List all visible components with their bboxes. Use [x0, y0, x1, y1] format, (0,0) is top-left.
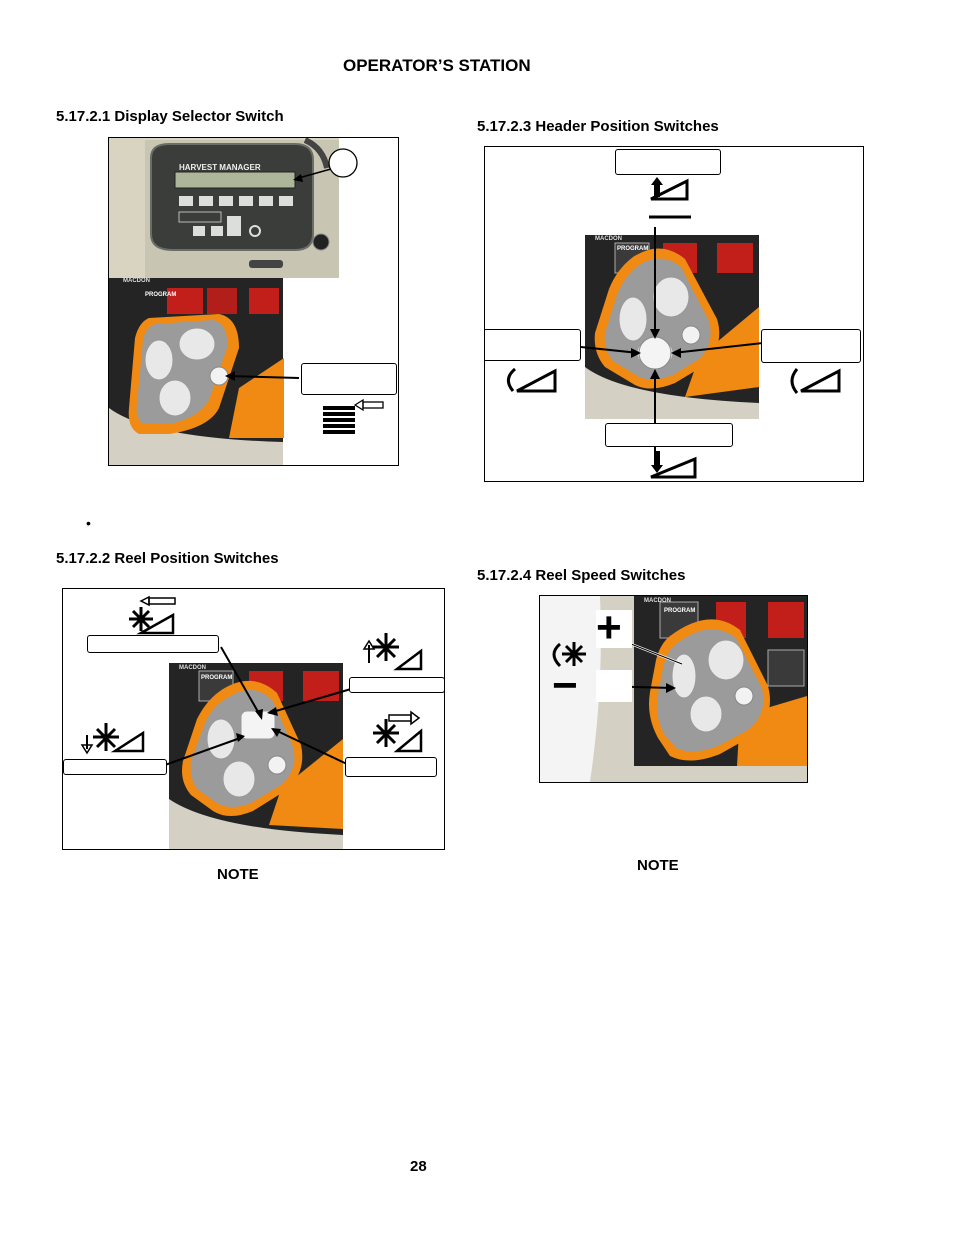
heading-reel-position-switches: 5.17.2.2 Reel Position Switches	[56, 550, 279, 567]
reel-speed-increase-symbol: +	[596, 603, 622, 652]
figure-display-selector-switch: HARVEST MANAGER MACDON PROGRAM	[108, 137, 399, 466]
program-button-label: PROGRAM	[145, 292, 177, 298]
header-tilt-forward-label-box	[761, 329, 861, 363]
reel-down-label-box	[63, 759, 167, 775]
reel-up-label-box	[349, 677, 444, 693]
heading-header-position-switches: 5.17.2.3 Header Position Switches	[477, 118, 719, 135]
reel-aft-label-box	[87, 635, 219, 653]
reel-aft-icon	[129, 595, 176, 635]
display-selector-callout-box	[301, 363, 397, 395]
figure-reel-speed-switches: + − MACDON PROGRAM	[539, 595, 808, 783]
handle-brand-label: MACDON	[123, 278, 150, 284]
header-position-diagram	[507, 177, 841, 479]
harvest-manager-console-image	[109, 138, 384, 465]
figure-reel-position-switches: MACDON PROGRAM	[62, 588, 445, 850]
note-heading-reel-speed: NOTE	[637, 857, 679, 874]
reel-position-diagram	[80, 595, 423, 849]
header-lower-label-box	[605, 423, 733, 447]
display-bars-icon	[323, 398, 384, 434]
header-down-icon	[650, 451, 697, 479]
reel-down-icon	[80, 723, 145, 755]
program-button-label: PROGRAM	[201, 675, 233, 681]
header-tilt-forward-icon	[790, 368, 841, 394]
reel-speed-diagram	[540, 596, 807, 782]
handle-brand-label: MACDON	[179, 665, 206, 671]
header-tilt-back-label-box	[485, 329, 581, 361]
header-raise-label-box	[615, 149, 721, 175]
reel-up-icon	[362, 633, 423, 671]
note-heading-reel-position: NOTE	[217, 866, 259, 883]
bullet-point: •	[86, 515, 91, 531]
figure-header-position-switches: MACDON PROGRAM	[484, 146, 864, 482]
header-tilt-back-icon	[507, 367, 557, 393]
handle-brand-label: MACDON	[595, 236, 622, 242]
heading-reel-speed-switches: 5.17.2.4 Reel Speed Switches	[477, 567, 686, 584]
display-brand-label: HARVEST MANAGER	[179, 163, 261, 172]
reel-fore-label-box	[345, 757, 437, 777]
reel-speed-icon	[552, 642, 586, 668]
page-number: 28	[410, 1158, 427, 1175]
reel-speed-decrease-symbol: −	[552, 661, 578, 710]
reel-fore-icon	[373, 710, 423, 753]
program-button-label: PROGRAM	[664, 608, 696, 614]
heading-display-selector-switch: 5.17.2.1 Display Selector Switch	[56, 108, 284, 125]
header-up-icon	[649, 177, 691, 219]
program-button-label: PROGRAM	[617, 246, 649, 252]
page-title: OPERATOR’S STATION	[343, 56, 531, 75]
handle-brand-label: MACDON	[644, 598, 671, 604]
